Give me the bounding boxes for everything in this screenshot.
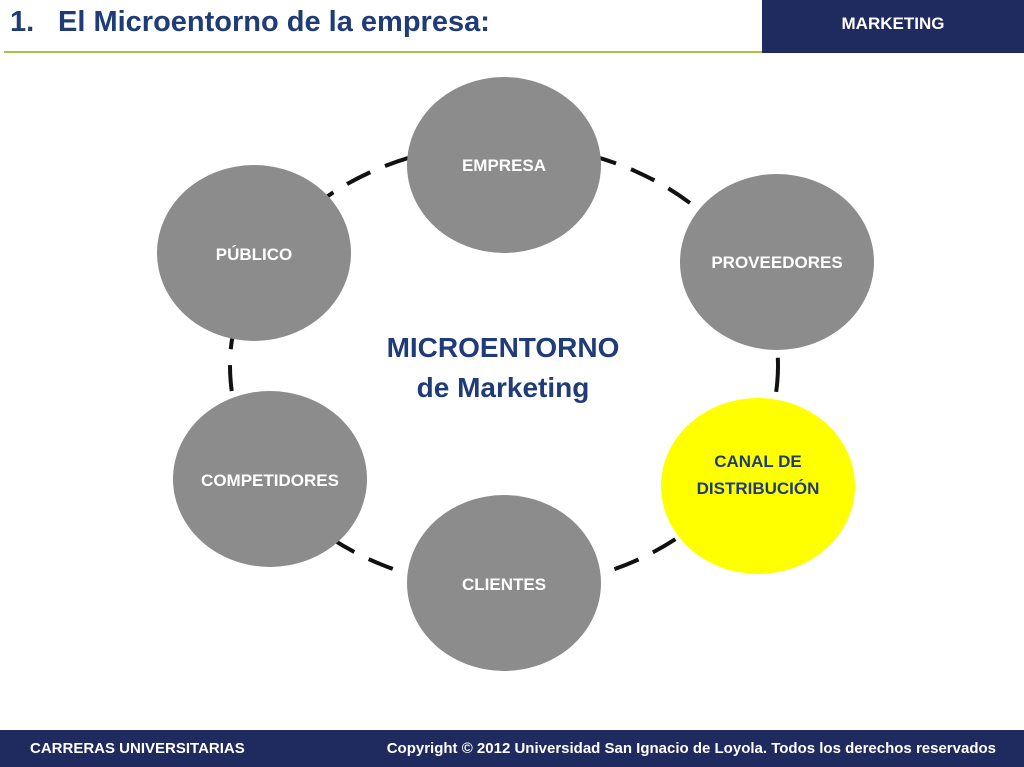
section-tag: MARKETING [762, 0, 1024, 53]
node-clientes-shape [407, 495, 601, 671]
footer-program-label: CARRERAS UNIVERSITARIAS [30, 740, 245, 757]
footer-copyright: Copyright © 2012 Universidad San Ignacio… [386, 740, 996, 757]
node-proveedores-shape [680, 174, 874, 350]
title-number: 1. [10, 6, 35, 38]
header-divider [4, 51, 762, 53]
node-canal-label-line2: DISTRIBUCIÓN [697, 479, 820, 498]
page-title: 1. El Microentorno de la empresa: [10, 6, 490, 39]
node-publico[interactable]: PÚBLICO [157, 165, 351, 341]
node-competidores[interactable]: COMPETIDORES [173, 391, 367, 567]
node-competidores-label: COMPETIDORES [201, 471, 339, 490]
center-label-line2: de Marketing [417, 372, 590, 403]
footer-bar: CARRERAS UNIVERSITARIAS Copyright © 2012… [0, 730, 1024, 767]
center-label-line1: MICROENTORNO [387, 332, 620, 363]
node-canal-label-line1: CANAL DE [714, 452, 802, 471]
node-proveedores-label: PROVEEDORES [711, 253, 842, 272]
microentorno-diagram: EMPRESA PROVEEDORES CANAL DE DISTRIBUCIÓ… [157, 77, 874, 671]
node-empresa-label: EMPRESA [462, 156, 546, 175]
title-text: El Microentorno de la empresa: [58, 6, 490, 38]
node-empresa[interactable]: EMPRESA [407, 77, 601, 253]
node-publico-shape [157, 165, 351, 341]
node-canal-shape [661, 398, 855, 574]
node-publico-label: PÚBLICO [216, 245, 293, 264]
node-canal-de-distribucion[interactable]: CANAL DE DISTRIBUCIÓN [661, 398, 855, 574]
node-clientes-label: CLIENTES [462, 575, 546, 594]
node-proveedores[interactable]: PROVEEDORES [680, 174, 874, 350]
node-competidores-shape [173, 391, 367, 567]
node-empresa-shape [407, 77, 601, 253]
node-clientes[interactable]: CLIENTES [407, 495, 601, 671]
